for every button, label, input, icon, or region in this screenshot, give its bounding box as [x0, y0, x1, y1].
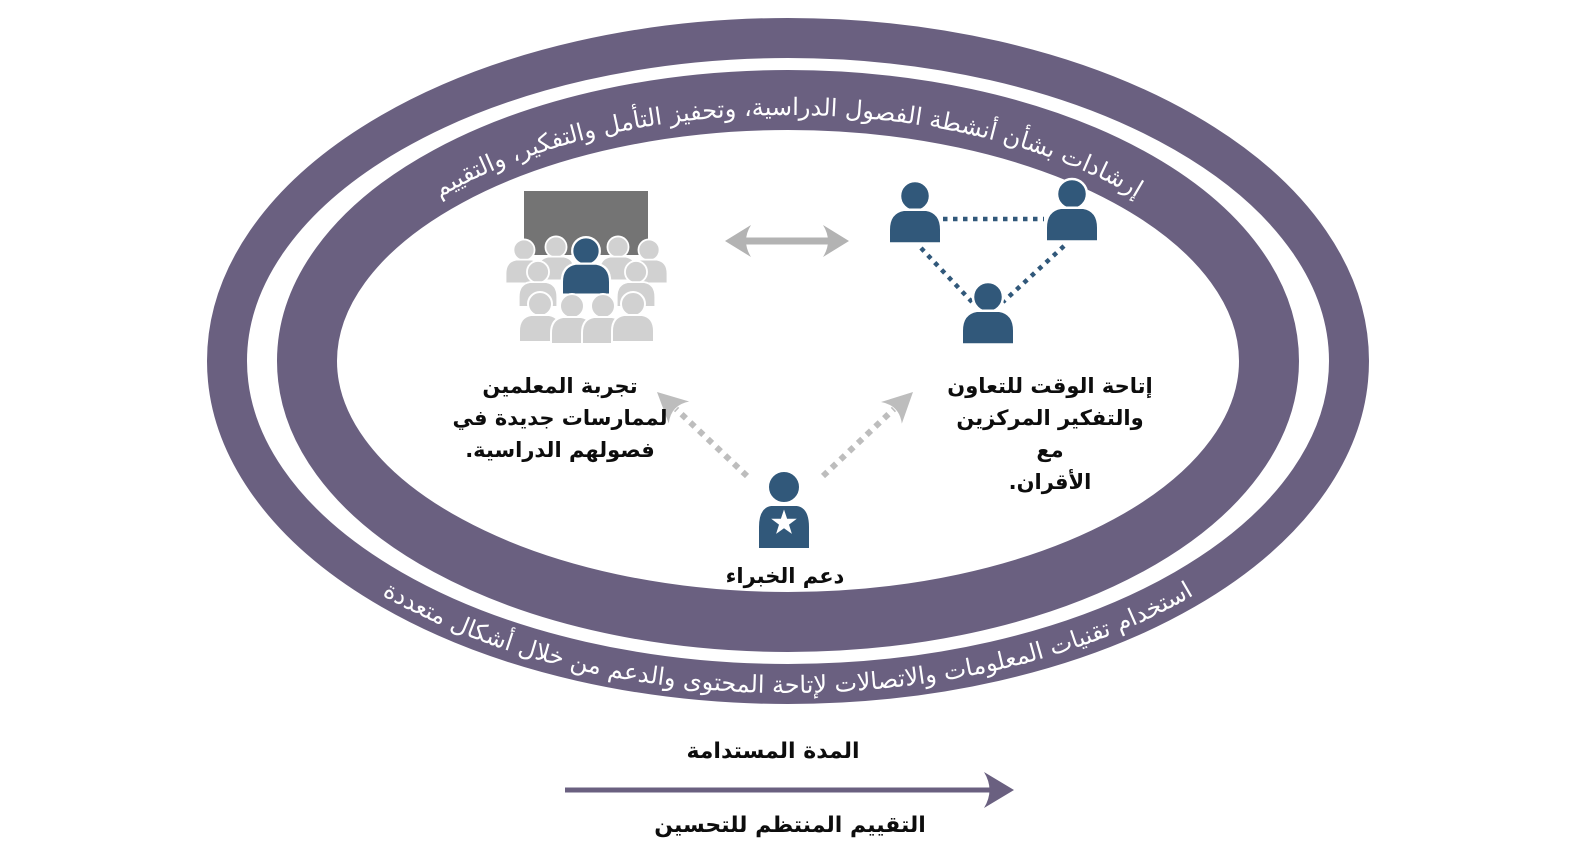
bidirectional-arrow-icon: [725, 225, 849, 257]
classroom-label-line: تجربة المعلمين: [482, 374, 638, 398]
peer-person-icon: [887, 179, 943, 245]
timeline-below-label: التقييم المنتظم للتحسين: [654, 813, 926, 838]
expert-node-label: دعم الخبراء: [725, 564, 845, 588]
peer-person-icon: [960, 280, 1016, 346]
peer-network-icon: [887, 177, 1100, 346]
peer-link-dotted-lines: [919, 216, 1066, 304]
inner-ring: [277, 70, 1299, 652]
classroom-audience-icon: [504, 191, 669, 345]
classroom-label-line: لممارسات جديدة في: [452, 406, 668, 430]
timeline-arrow: [565, 772, 1014, 808]
peers-label-line: إتاحة الوقت للتعاون: [947, 374, 1153, 398]
peers-label-line: والتفكير المركزين مع: [956, 406, 1144, 462]
expert-support-dotted-arrow-left: [657, 392, 750, 479]
outer-ring: [207, 18, 1369, 704]
classroom-node-label: تجربة المعلمين لممارسات جديدة في فصولهم …: [450, 370, 670, 466]
expert-star-person-icon: [757, 470, 811, 550]
peers-node-label: إتاحة الوقت للتعاون والتفكير المركزين مع…: [940, 370, 1160, 498]
expert-support-dotted-arrow-right: [820, 392, 913, 479]
peers-label-line: الأقران.: [1008, 470, 1092, 494]
classroom-label-line: فصولهم الدراسية.: [465, 438, 655, 462]
audience-front-row: [518, 291, 655, 345]
expert-star: [771, 509, 797, 534]
timeline-above-label: المدة المستدامة: [686, 739, 860, 764]
